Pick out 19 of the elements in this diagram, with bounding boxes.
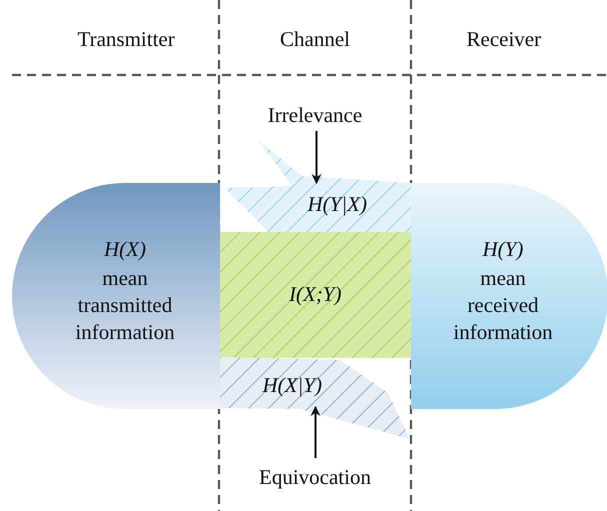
annotation-text: Equivocation bbox=[235, 462, 395, 492]
math-label: I(X;Y) bbox=[289, 281, 342, 308]
math-label: H(Y) bbox=[482, 236, 524, 263]
math-label: H(X|Y) bbox=[262, 372, 322, 399]
math-label: H(Y|X) bbox=[308, 191, 367, 218]
description-text: mean transmitted information bbox=[74, 265, 176, 346]
column-heading: Transmitter bbox=[78, 26, 175, 53]
description-text: mean received information bbox=[452, 265, 554, 346]
arrow bbox=[312, 131, 322, 184]
hatched-region bbox=[220, 232, 411, 358]
column-heading: Receiver bbox=[466, 26, 542, 53]
column-heading: Channel bbox=[280, 26, 350, 53]
information-blob bbox=[12, 183, 220, 409]
information-blob bbox=[411, 183, 607, 409]
hatched-region bbox=[222, 138, 411, 234]
hatched-region bbox=[220, 357, 411, 442]
annotation-text: Irrelevance bbox=[250, 100, 380, 130]
math-label: H(X) bbox=[104, 236, 146, 263]
arrow bbox=[310, 406, 320, 458]
